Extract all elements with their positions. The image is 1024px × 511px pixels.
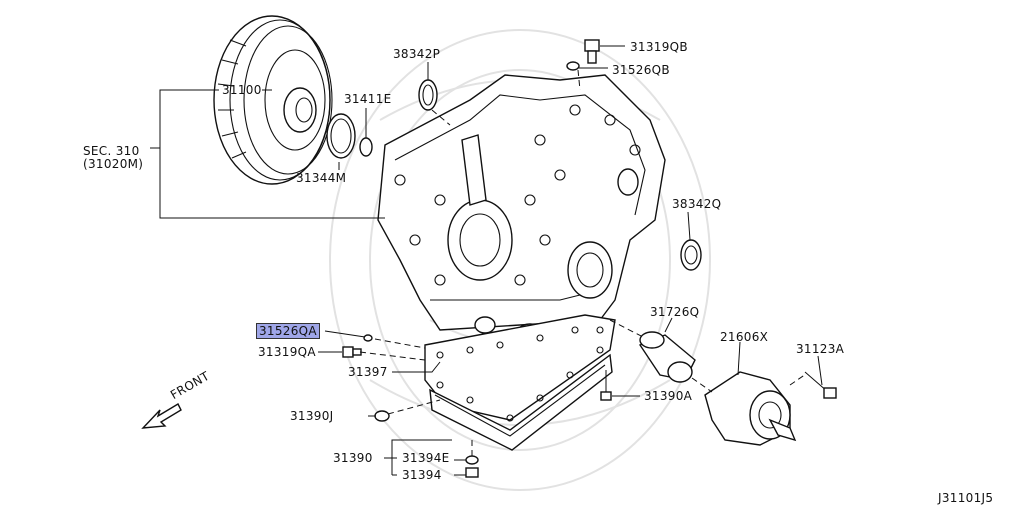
seal-38342q xyxy=(680,239,702,271)
label-21606x: 21606X xyxy=(720,330,769,344)
filter-cover-21606x xyxy=(704,371,797,446)
label-38342p: 38342P xyxy=(393,47,441,61)
label-31319qa: 31319QA xyxy=(258,345,316,359)
drain-plug-31394 xyxy=(465,467,479,478)
label-31100: 31100 xyxy=(222,83,262,97)
label-38342q: 38342Q xyxy=(672,197,722,211)
label-31526qb: 31526QB xyxy=(612,63,670,77)
label-31319qb: 31319QB xyxy=(630,40,688,54)
plug-31319qa xyxy=(342,346,362,358)
label-31020m: (31020M) xyxy=(83,157,144,171)
magnet-31390j xyxy=(374,410,390,422)
transmission-case xyxy=(377,74,666,347)
label-31526qa-highlighted: 31526QA xyxy=(256,323,320,339)
oil-filter-31726q xyxy=(638,331,696,383)
diagram-reference-code: J31101J5 xyxy=(938,491,994,505)
washer-31526qb xyxy=(566,61,580,71)
bolt-31123a xyxy=(804,371,837,399)
label-31390j: 31390J xyxy=(290,409,334,423)
label-31123a: 31123A xyxy=(796,342,845,356)
label-31390a: 31390A xyxy=(644,389,693,403)
label-31390: 31390 xyxy=(333,451,373,465)
label-sec-310: SEC. 310 xyxy=(83,144,140,158)
label-31726q: 31726Q xyxy=(650,305,700,319)
label-31394e: 31394E xyxy=(402,451,450,465)
plug-31319qb xyxy=(584,39,600,64)
label-31411e: 31411E xyxy=(344,92,392,106)
bolt-31390a xyxy=(600,370,612,401)
seal-31344m xyxy=(326,113,356,159)
label-31344m: 31344M xyxy=(296,171,347,185)
washer-31526qa xyxy=(363,334,373,342)
label-31397: 31397 xyxy=(348,365,388,379)
leader-lines xyxy=(150,45,823,476)
washer-31394e xyxy=(465,455,479,465)
oil-pan xyxy=(424,314,616,451)
torque-converter xyxy=(213,15,333,185)
o-ring-31411e xyxy=(359,137,373,157)
front-arrow-icon xyxy=(141,403,182,429)
label-31394: 31394 xyxy=(402,468,442,482)
assembly-lines xyxy=(359,69,807,456)
